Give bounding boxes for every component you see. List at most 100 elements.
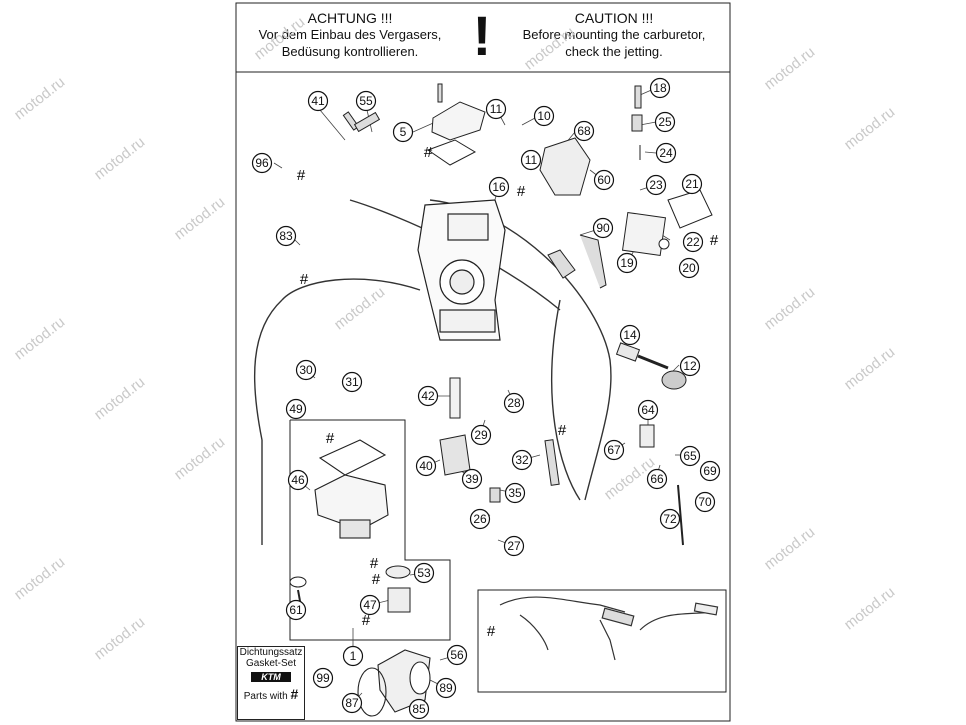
callout-72: 72 — [659, 508, 681, 530]
callout-11: 11 — [485, 98, 507, 120]
sensor-cover-part — [539, 137, 591, 196]
callout-number: 21 — [685, 177, 699, 191]
callout-number: 42 — [421, 389, 435, 403]
callout-circle — [645, 174, 667, 196]
callout-number: 24 — [659, 146, 673, 160]
callout-number: 25 — [658, 115, 672, 129]
throttle-wheel-parts — [615, 342, 687, 390]
callout-number: 96 — [255, 156, 269, 170]
callout-number: 85 — [412, 702, 426, 716]
callout-circle — [694, 491, 716, 513]
callout-circle — [469, 508, 491, 530]
callout-23: 23 — [645, 174, 667, 196]
callout-circle — [592, 217, 614, 239]
callout-number: 10 — [537, 109, 551, 123]
callout-circle — [655, 142, 677, 164]
callout-22: 22 — [682, 231, 704, 253]
callout-66: 66 — [646, 468, 668, 490]
callout-64: 64 — [637, 399, 659, 421]
callout-number: 64 — [641, 403, 655, 417]
drain-parts — [289, 565, 411, 613]
callout-number: 41 — [311, 94, 325, 108]
callout-number: 1 — [350, 649, 357, 663]
callout-circle — [511, 449, 533, 471]
callout-65: 65 — [679, 445, 701, 467]
callout-46: 46 — [287, 469, 309, 491]
jetting-hash-mark: # — [517, 183, 526, 200]
callout-number: 61 — [289, 603, 303, 617]
warning-english-line2: check the jetting. — [565, 44, 663, 59]
intake-boot-part — [357, 649, 431, 717]
callout-number: 49 — [289, 402, 303, 416]
callout-circle — [446, 644, 468, 666]
callout-number: 66 — [650, 472, 664, 486]
callout-31: 31 — [341, 371, 363, 393]
callout-number: 46 — [291, 473, 305, 487]
callout-30: 30 — [295, 359, 317, 381]
callout-19: 19 — [616, 252, 638, 274]
warning-exclamation-icon: ! — [472, 4, 492, 67]
callout-14: 14 — [619, 324, 641, 346]
callout-circle — [415, 455, 437, 477]
callout-number: 14 — [623, 328, 637, 342]
callout-number: 99 — [316, 671, 330, 685]
callout-number: 72 — [663, 512, 677, 526]
callout-60: 60 — [593, 169, 615, 191]
jetting-hash-mark: # — [297, 167, 306, 184]
callout-number: 83 — [279, 229, 293, 243]
callout-number: 29 — [474, 428, 488, 442]
callout-circle — [341, 692, 363, 714]
callout-number: 90 — [596, 221, 610, 235]
legend-line2: Gasket-Set — [245, 658, 297, 669]
callout-circle — [679, 355, 701, 377]
callout-29: 29 — [470, 424, 492, 446]
callout-number: 20 — [682, 261, 696, 275]
callout-circle — [603, 439, 625, 461]
callout-40: 40 — [415, 455, 437, 477]
top-cover-part — [426, 101, 486, 166]
callout-69: 69 — [699, 460, 721, 482]
ktm-logo-icon: KTM — [251, 672, 291, 682]
callout-26: 26 — [469, 508, 491, 530]
callout-16: 16 — [488, 176, 510, 198]
choke-bracket-part — [439, 434, 471, 476]
callout-number: 70 — [698, 495, 712, 509]
callout-circle — [503, 535, 525, 557]
callout-number: 27 — [507, 539, 521, 553]
warning-english: CAUTION !!! Before mounting the carburet… — [500, 4, 728, 68]
callout-circle — [287, 469, 309, 491]
callout-circle — [341, 371, 363, 393]
callout-55: 55 — [355, 90, 377, 112]
callout-number: 12 — [683, 359, 697, 373]
screw-parts — [342, 83, 643, 160]
legend-parts-with: Parts with # — [238, 686, 304, 702]
legend-line1: Dichtungssatz — [239, 647, 303, 658]
warning-english-heading: CAUTION !!! — [574, 10, 654, 26]
legend-parts-with-label: Parts with — [243, 691, 288, 702]
sensor-module-part — [621, 189, 713, 257]
callout-number: 23 — [649, 178, 663, 192]
jetting-hash-mark: # — [300, 271, 309, 288]
cable-subframe — [477, 589, 727, 693]
callout-number: 89 — [439, 681, 453, 695]
misc-small-parts — [449, 234, 684, 546]
warning-german-line2: Bedüsung kontrollieren. — [281, 44, 419, 59]
callout-circle — [285, 398, 307, 420]
callout-circle — [504, 482, 526, 504]
callout-20: 20 — [678, 257, 700, 279]
callout-number: 65 — [683, 449, 697, 463]
callout-circle — [408, 698, 430, 720]
callout-circle — [678, 257, 700, 279]
callout-number: 30 — [299, 363, 313, 377]
leader-lines — [273, 87, 690, 704]
callout-number: 69 — [703, 464, 717, 478]
callout-49: 49 — [285, 398, 307, 420]
callout-circle — [435, 677, 457, 699]
callout-68: 68 — [573, 120, 595, 142]
callout-number: 22 — [686, 235, 700, 249]
hash-layer: ########### — [297, 144, 719, 640]
callout-circle — [307, 90, 329, 112]
callout-47: 47 — [359, 594, 381, 616]
callout-5: 5 — [392, 121, 414, 143]
